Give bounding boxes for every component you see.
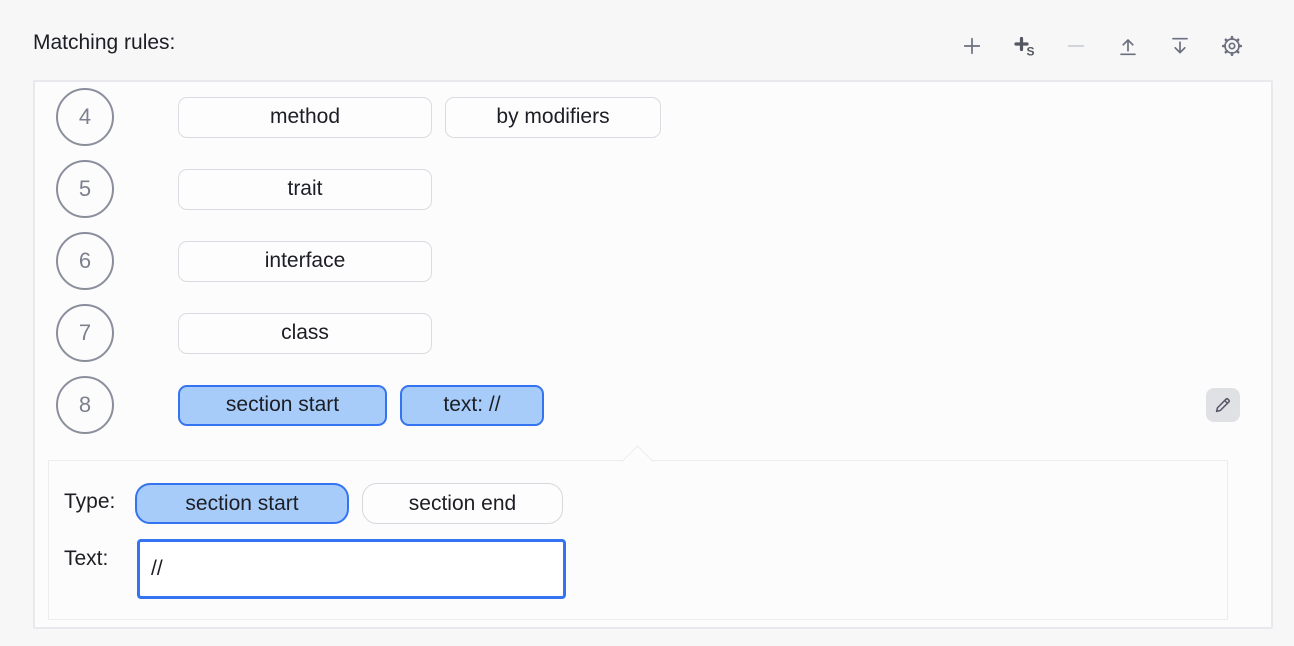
remove-button[interactable] [1064, 34, 1088, 58]
edit-rule-button[interactable] [1206, 388, 1240, 422]
rule-chip-by-modifiers[interactable]: by modifiers [445, 96, 661, 138]
svg-text:S: S [1027, 45, 1035, 59]
rule-row-8[interactable]: 8 section start text: // [35, 376, 1271, 434]
rule-chip-text[interactable]: text: // [400, 384, 544, 426]
type-option-section-end[interactable]: section end [362, 483, 563, 524]
rules-toolbar: S [960, 34, 1244, 58]
move-up-icon [1116, 34, 1140, 58]
rule-editor-panel: Type: section start section end Text: [48, 445, 1228, 620]
text-label: Text: [64, 547, 109, 570]
rule-chip-method[interactable]: method [178, 96, 432, 138]
rule-row-5[interactable]: 5 trait [35, 160, 1271, 218]
rule-chip-interface[interactable]: interface [178, 240, 432, 282]
rule-row-6[interactable]: 6 interface [35, 232, 1271, 290]
rule-number-badge: 7 [56, 304, 114, 362]
settings-button[interactable] [1220, 34, 1244, 58]
rule-chip-trait[interactable]: trait [178, 168, 432, 210]
add-icon [960, 34, 984, 58]
type-selector: section start section end [135, 483, 563, 524]
pencil-icon [1212, 394, 1234, 416]
add-button[interactable] [960, 34, 984, 58]
add-section-icon: S [1012, 34, 1036, 58]
settings-gear-icon [1220, 34, 1244, 58]
rule-chips: class [178, 312, 432, 354]
remove-icon [1064, 34, 1088, 58]
editor-notch [621, 445, 654, 478]
rules-list: 4 method by modifiers 5 trait 6 interfac… [33, 80, 1273, 629]
page-title: Matching rules: [33, 31, 176, 54]
rule-number-badge: 6 [56, 232, 114, 290]
rule-row-4[interactable]: 4 method by modifiers [35, 88, 1271, 146]
add-section-button[interactable]: S [1012, 34, 1036, 58]
rule-chips: section start text: // [178, 384, 544, 426]
rule-number-badge: 4 [56, 88, 114, 146]
type-label: Type: [64, 490, 116, 513]
rule-chips: method by modifiers [178, 96, 661, 138]
rule-chips: trait [178, 168, 432, 210]
rule-number-badge: 5 [56, 160, 114, 218]
rule-chip-class[interactable]: class [178, 312, 432, 354]
type-option-section-start[interactable]: section start [135, 483, 349, 524]
text-input[interactable] [137, 539, 566, 599]
move-down-icon [1168, 34, 1192, 58]
move-down-button[interactable] [1168, 34, 1192, 58]
rule-number-badge: 8 [56, 376, 114, 434]
rule-row-7[interactable]: 7 class [35, 304, 1271, 362]
rule-chips: interface [178, 240, 432, 282]
move-up-button[interactable] [1116, 34, 1140, 58]
rule-chip-section-start[interactable]: section start [178, 384, 387, 426]
